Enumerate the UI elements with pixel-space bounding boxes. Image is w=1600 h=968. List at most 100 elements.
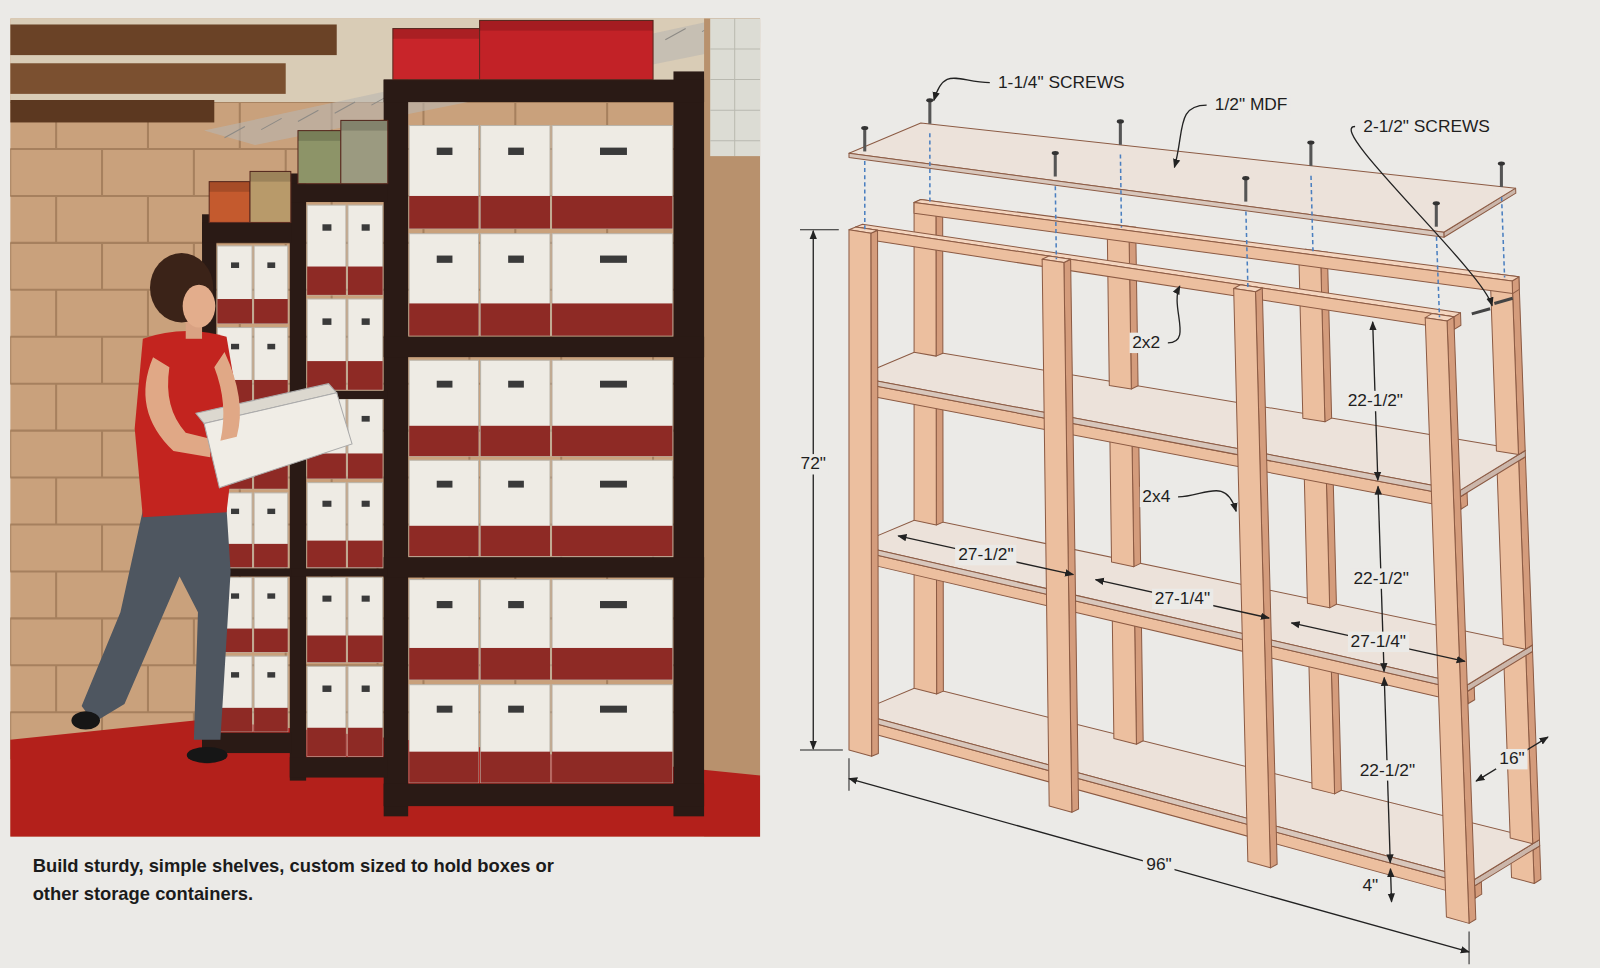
shelf-frame bbox=[290, 568, 388, 576]
box-band bbox=[307, 541, 346, 568]
screw-head bbox=[1052, 151, 1059, 155]
part-label: 1-1/4" SCREWS bbox=[995, 72, 1128, 92]
storage-box bbox=[552, 126, 672, 229]
dimension-label: 4" bbox=[1359, 875, 1381, 895]
box-handle bbox=[508, 706, 524, 713]
box-handle bbox=[362, 501, 370, 507]
part-label: 2-1/2" SCREWS bbox=[1360, 116, 1493, 136]
dimension-line bbox=[898, 536, 1073, 575]
top-box bbox=[393, 29, 480, 80]
mdf-top bbox=[849, 153, 1444, 237]
screw-head bbox=[861, 126, 868, 130]
screw-path bbox=[1055, 186, 1056, 259]
screw-path bbox=[1502, 197, 1505, 277]
mortar-line bbox=[101, 431, 103, 478]
screw-head bbox=[926, 98, 933, 102]
box-band bbox=[481, 648, 550, 680]
box-lid bbox=[298, 131, 341, 141]
storage-box bbox=[409, 234, 478, 336]
mortar-line bbox=[10, 618, 11, 665]
side-screw bbox=[1494, 298, 1512, 303]
storage-box bbox=[348, 205, 383, 295]
top-rail bbox=[856, 224, 1461, 317]
dimension-line bbox=[849, 779, 1469, 952]
box-handle bbox=[322, 501, 331, 507]
storage-box bbox=[254, 328, 288, 405]
box-band bbox=[409, 303, 478, 335]
shelf-frame bbox=[290, 757, 388, 777]
wire bbox=[298, 110, 318, 121]
box-band bbox=[348, 453, 383, 478]
storage-box bbox=[254, 656, 288, 732]
shelf-frame bbox=[384, 784, 704, 806]
box-band bbox=[307, 267, 346, 295]
box-band bbox=[481, 752, 550, 783]
box-handle bbox=[508, 256, 524, 263]
storage-box bbox=[481, 685, 550, 783]
box-band bbox=[254, 544, 288, 567]
shelf-frame bbox=[384, 80, 704, 102]
box-band bbox=[409, 752, 478, 783]
shelf-drawing bbox=[849, 98, 1541, 923]
box-handle bbox=[508, 148, 524, 155]
top-box bbox=[480, 20, 653, 79]
mortar-line bbox=[10, 524, 11, 571]
box-band bbox=[254, 299, 288, 323]
wire bbox=[224, 127, 244, 138]
part-label: 2x2 bbox=[1129, 333, 1163, 353]
screw-path bbox=[1246, 212, 1248, 289]
box-handle bbox=[362, 416, 370, 422]
storage-box bbox=[348, 399, 383, 479]
screw-head bbox=[1498, 161, 1505, 165]
mdf-shelf bbox=[856, 686, 1540, 880]
screw bbox=[928, 101, 931, 123]
wire bbox=[261, 118, 281, 129]
storage-box bbox=[307, 483, 346, 568]
photo-caption: Build sturdy, simple shelves, custom siz… bbox=[33, 853, 604, 908]
mortar-line bbox=[55, 571, 57, 618]
storage-box bbox=[409, 685, 478, 783]
mortar-line bbox=[147, 665, 149, 712]
screw-head bbox=[1433, 201, 1440, 205]
box-band bbox=[307, 728, 346, 756]
front-post bbox=[1234, 288, 1271, 867]
box-band bbox=[481, 426, 550, 456]
leader-line bbox=[1174, 105, 1206, 167]
mortar-line bbox=[101, 149, 103, 196]
arm bbox=[214, 352, 240, 441]
storage-box bbox=[481, 126, 550, 229]
storage-box bbox=[307, 299, 346, 390]
box-band bbox=[348, 361, 383, 390]
shoe bbox=[71, 711, 100, 729]
dimension-label: 27-1/4" bbox=[1348, 632, 1409, 652]
box-handle bbox=[437, 381, 453, 388]
storage-box bbox=[481, 580, 550, 680]
wire bbox=[335, 102, 355, 113]
mortar-line bbox=[10, 337, 11, 384]
box-handle bbox=[600, 481, 627, 488]
screw bbox=[1054, 154, 1057, 176]
box-handle bbox=[322, 318, 331, 325]
storage-box bbox=[307, 205, 346, 295]
box-band bbox=[481, 303, 550, 335]
extension-line bbox=[800, 749, 843, 750]
back-post bbox=[1107, 228, 1131, 389]
top-box bbox=[250, 171, 291, 222]
mdf-shelf bbox=[856, 349, 1525, 490]
leader-line bbox=[1168, 286, 1180, 343]
screw bbox=[1500, 165, 1503, 187]
storage-box bbox=[254, 578, 288, 652]
storage-box bbox=[409, 460, 478, 556]
box-band bbox=[348, 267, 383, 295]
box-band bbox=[552, 648, 672, 680]
mortar-line bbox=[10, 149, 11, 196]
front-post bbox=[1042, 259, 1072, 812]
mortar-line bbox=[55, 196, 57, 243]
mortar-line bbox=[101, 243, 103, 290]
box-handle bbox=[600, 381, 627, 388]
box-handle bbox=[362, 224, 370, 230]
leader-line bbox=[1178, 491, 1236, 512]
extension-line bbox=[800, 229, 839, 230]
arm bbox=[145, 357, 210, 457]
